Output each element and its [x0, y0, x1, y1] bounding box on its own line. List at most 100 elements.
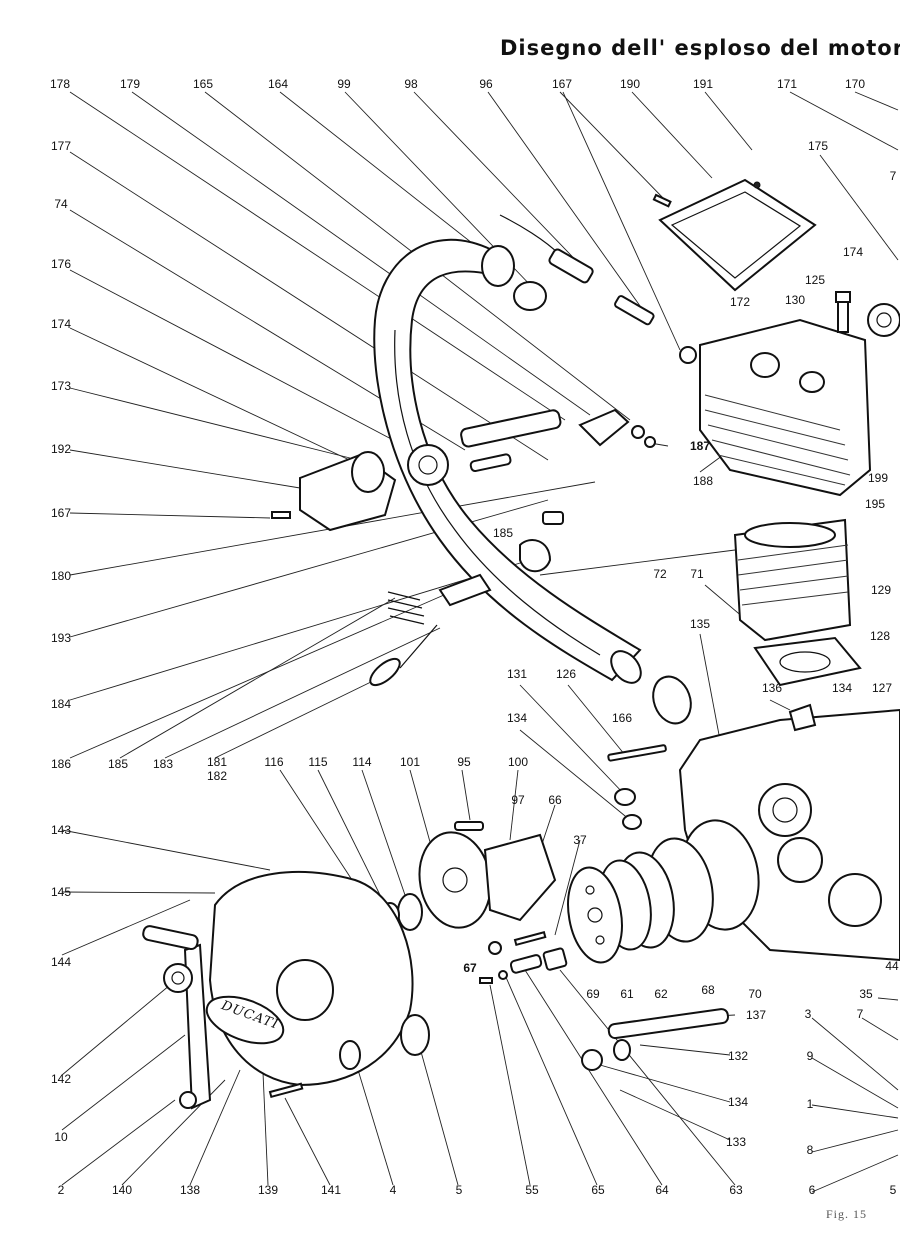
callout-145-label: 145: [51, 885, 71, 899]
washer-67: [488, 941, 502, 955]
callout-140-label: 140: [112, 1183, 132, 1197]
screw-55: [479, 977, 493, 984]
rocker-cover: [658, 178, 817, 292]
callout-35-label: 35: [859, 987, 873, 1001]
callout-5-label: 5: [456, 1183, 463, 1197]
callout-167-label: 167: [552, 77, 572, 91]
ring-132: [613, 1039, 631, 1061]
valve-spring-193: [387, 591, 425, 625]
callout-4-label: 4: [390, 1183, 397, 1197]
callout-44-label: 44: [885, 959, 899, 973]
valve-stem-181: [399, 624, 438, 669]
callout-166-label: 166: [612, 711, 632, 725]
rocker-arm: [578, 408, 630, 447]
callout-5-label: 5: [890, 1183, 897, 1197]
callout-128-label: 128: [870, 629, 890, 643]
callout-192-label: 192: [51, 442, 71, 456]
seal-5: [400, 1014, 430, 1056]
callout-190-label: 190: [620, 77, 640, 91]
callout-172-label: 172: [730, 295, 750, 309]
crankcase-bearing-2: [777, 837, 823, 883]
nut-187: [644, 436, 656, 448]
callout-186-label: 186: [51, 757, 71, 771]
callout-99-label: 99: [337, 77, 351, 91]
callout-100-label: 100: [508, 755, 528, 769]
callout-129-label: 129: [871, 583, 891, 597]
bolt-126: [607, 744, 667, 762]
callout-187-label: 187: [690, 439, 710, 453]
pressure-plate-hole: [587, 907, 603, 923]
stud-125-head: [835, 291, 851, 303]
tab-136: [788, 703, 817, 732]
callout-63-label: 63: [729, 1183, 743, 1197]
callout-3-label: 3: [805, 1007, 812, 1021]
callout-191-label: 191: [693, 77, 713, 91]
callout-97-label: 97: [511, 793, 525, 807]
flange-192-boss: [351, 451, 385, 493]
spring-64: [509, 954, 543, 974]
side-cover-window: [276, 959, 334, 1021]
callout-62-label: 62: [654, 987, 668, 1001]
callout-181-label: 181: [207, 755, 227, 769]
valve-head: [369, 657, 401, 687]
callout-7-label: 7: [857, 1007, 864, 1021]
callout-67-label: 67: [463, 961, 477, 975]
callout-174-label: 174: [51, 317, 71, 331]
callout-144-label: 144: [51, 955, 71, 969]
camshaft-173: [460, 409, 562, 448]
callout-64-label: 64: [655, 1183, 669, 1197]
callout-68-label: 68: [701, 983, 715, 997]
cylinder-head: [699, 318, 872, 497]
callout-116-label: 116: [264, 755, 283, 769]
callout-199-label: 199: [868, 471, 888, 485]
callout-139-label: 139: [258, 1183, 278, 1197]
callout-69-label: 69: [586, 987, 600, 1001]
callout-174-label: 174: [843, 245, 863, 259]
washer-134: [622, 814, 642, 830]
callout-183-label: 183: [153, 757, 173, 771]
washer: [631, 425, 645, 439]
head-port-2: [799, 371, 825, 393]
callout-37-label: 37: [573, 833, 587, 847]
pin-66: [513, 931, 547, 947]
cover-bolt: [753, 181, 761, 189]
cylinder-bore: [744, 522, 836, 548]
nut-134: [581, 1049, 603, 1071]
plug-washer: [679, 346, 697, 364]
callout-176-label: 176: [51, 257, 71, 271]
figure-caption: Fig. 15: [826, 1207, 868, 1221]
head-port: [750, 352, 780, 378]
callout-135-label: 135: [690, 617, 710, 631]
rocker-pin-176: [469, 453, 512, 473]
callout-134-label: 134: [832, 681, 852, 695]
rocker-184: [438, 573, 492, 607]
spark-plug: [614, 295, 655, 326]
bush-63: [542, 947, 568, 971]
callout-55-label: 55: [525, 1183, 539, 1197]
callout-101-label: 101: [400, 755, 420, 769]
bearing-174-right: [867, 303, 900, 337]
callout-185-label: 185: [493, 526, 513, 540]
contact-97: [454, 821, 484, 831]
crankcase-bearing-inner: [772, 797, 798, 823]
crankcase-bearing: [758, 783, 812, 837]
callout-9-label: 9: [807, 1049, 814, 1063]
screw-167: [271, 511, 291, 519]
callout-184-label: 184: [51, 697, 71, 711]
callout-175-label: 175: [808, 139, 828, 153]
callout-6-label: 6: [809, 1183, 816, 1197]
callout-132-label: 132: [728, 1049, 748, 1063]
callout-71-label: 71: [690, 567, 704, 581]
cover-screw: [652, 193, 672, 208]
callout-178-label: 178: [50, 77, 70, 91]
stator-100: [483, 833, 557, 922]
callout-164-label: 164: [268, 77, 288, 91]
shaft-137: [607, 1008, 730, 1040]
callout-167-label: 167: [51, 506, 71, 520]
ducati-badge: [205, 995, 285, 1045]
callout-126-label: 126: [556, 667, 576, 681]
screw-141: [268, 1082, 304, 1099]
